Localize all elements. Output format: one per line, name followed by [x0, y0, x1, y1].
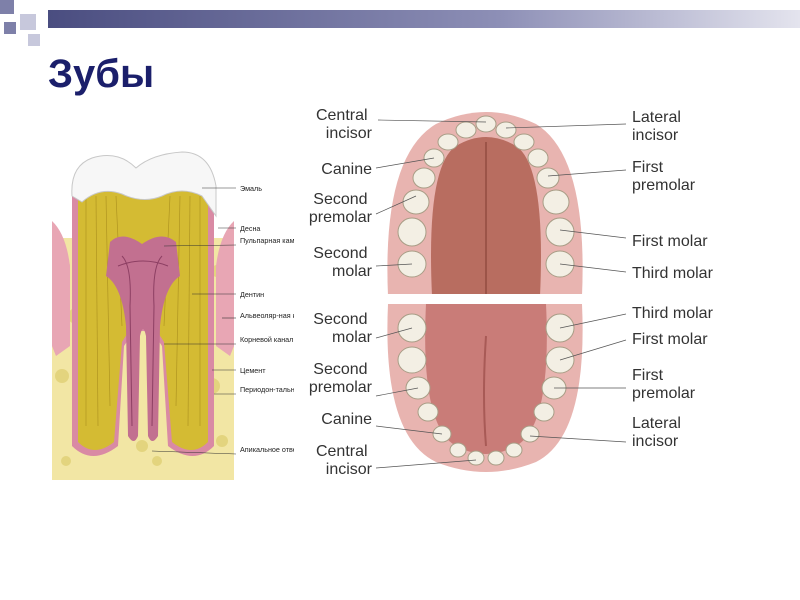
label-upper-lateral-incisor: Lateral incisor	[632, 109, 685, 144]
label-part: molar	[332, 329, 373, 346]
label-lower-first-molar: First molar	[632, 331, 708, 348]
label-part: incisor	[632, 127, 679, 144]
label-part: incisor	[632, 433, 679, 450]
label-apical-foramen: Апикальное отверстие	[240, 445, 294, 454]
tongue	[425, 304, 547, 454]
slide-title: Зубы	[48, 52, 155, 96]
label-part: Central	[316, 443, 368, 460]
label-upper-central-incisor: Central incisor	[316, 107, 373, 142]
label-part: Lateral	[632, 415, 681, 432]
label-dentin: Дентин	[240, 290, 264, 299]
section-pointer-lines	[151, 187, 237, 455]
dental-arches: Central incisor Canine Second premolar S…	[309, 107, 714, 478]
header-square-3	[4, 22, 16, 34]
dentin-tubules	[85, 195, 201, 427]
label-lower-second-premolar: Second premolar	[309, 361, 373, 396]
header-decoration	[0, 0, 800, 46]
label-upper-canine: Canine	[321, 161, 372, 178]
label-periodontal-ligament: Периодон-тальная связка	[240, 385, 294, 394]
label-part: Second	[313, 311, 367, 328]
label-lower-canine: Canine	[321, 411, 372, 428]
arch-labels: Central incisor Canine Second premolar S…	[309, 107, 714, 478]
label-enamel: Эмаль	[240, 184, 262, 193]
label-part: Central	[316, 107, 368, 124]
label-part: Second	[313, 245, 367, 262]
label-upper-first-molar: First molar	[632, 233, 708, 250]
label-lower-second-molar: Second molar	[313, 311, 372, 346]
label-part: incisor	[326, 125, 373, 142]
label-upper-second-molar: Second molar	[313, 245, 372, 280]
label-part: premolar	[309, 379, 373, 396]
label-part: Second	[313, 191, 367, 208]
label-lower-lateral-incisor: Lateral incisor	[632, 415, 685, 450]
header-bar	[48, 10, 800, 28]
header-square-4	[28, 34, 40, 46]
header-square-2	[20, 14, 36, 30]
label-upper-third-molar: Third molar	[632, 265, 714, 282]
header-square-1	[0, 0, 14, 14]
label-part: First	[632, 367, 664, 384]
label-pulp-chamber: Пульпарная камера	[240, 236, 294, 245]
label-part: Second	[313, 361, 367, 378]
arch-pointer-lines	[375, 119, 627, 469]
label-part: molar	[332, 263, 373, 280]
label-alveolar-bone: Альвеоляр-ная кость	[240, 311, 294, 320]
gum	[52, 221, 70, 356]
label-part: First	[632, 159, 664, 176]
label-part: Lateral	[632, 109, 681, 126]
label-upper-second-premolar: Second premolar	[309, 191, 373, 226]
arch-divider	[386, 294, 586, 304]
label-gum: Десна	[240, 224, 260, 233]
upper-arch	[387, 112, 583, 296]
label-lower-central-incisor: Central incisor	[316, 443, 373, 478]
tongue-groove	[483, 335, 487, 447]
label-lower-third-molar: Third molar	[632, 305, 714, 322]
label-lower-first-premolar: First premolar	[632, 367, 696, 402]
label-root-canal: Корневой канал	[240, 335, 293, 344]
enamel	[71, 151, 217, 218]
tooth-cross-section: Эмаль Десна Пульпарная камера Дентин Аль…	[52, 146, 294, 480]
section-labels: Эмаль Десна Пульпарная камера Дентин Аль…	[240, 184, 294, 454]
label-part: premolar	[309, 209, 373, 226]
label-cementum: Цемент	[240, 366, 266, 375]
gum-right	[216, 221, 234, 356]
label-part: premolar	[632, 177, 696, 194]
pulp-chamber	[106, 236, 180, 441]
label-part: premolar	[632, 385, 696, 402]
label-part: incisor	[326, 461, 373, 478]
pulp-vessels	[117, 255, 169, 427]
label-upper-first-premolar: First premolar	[632, 159, 696, 194]
